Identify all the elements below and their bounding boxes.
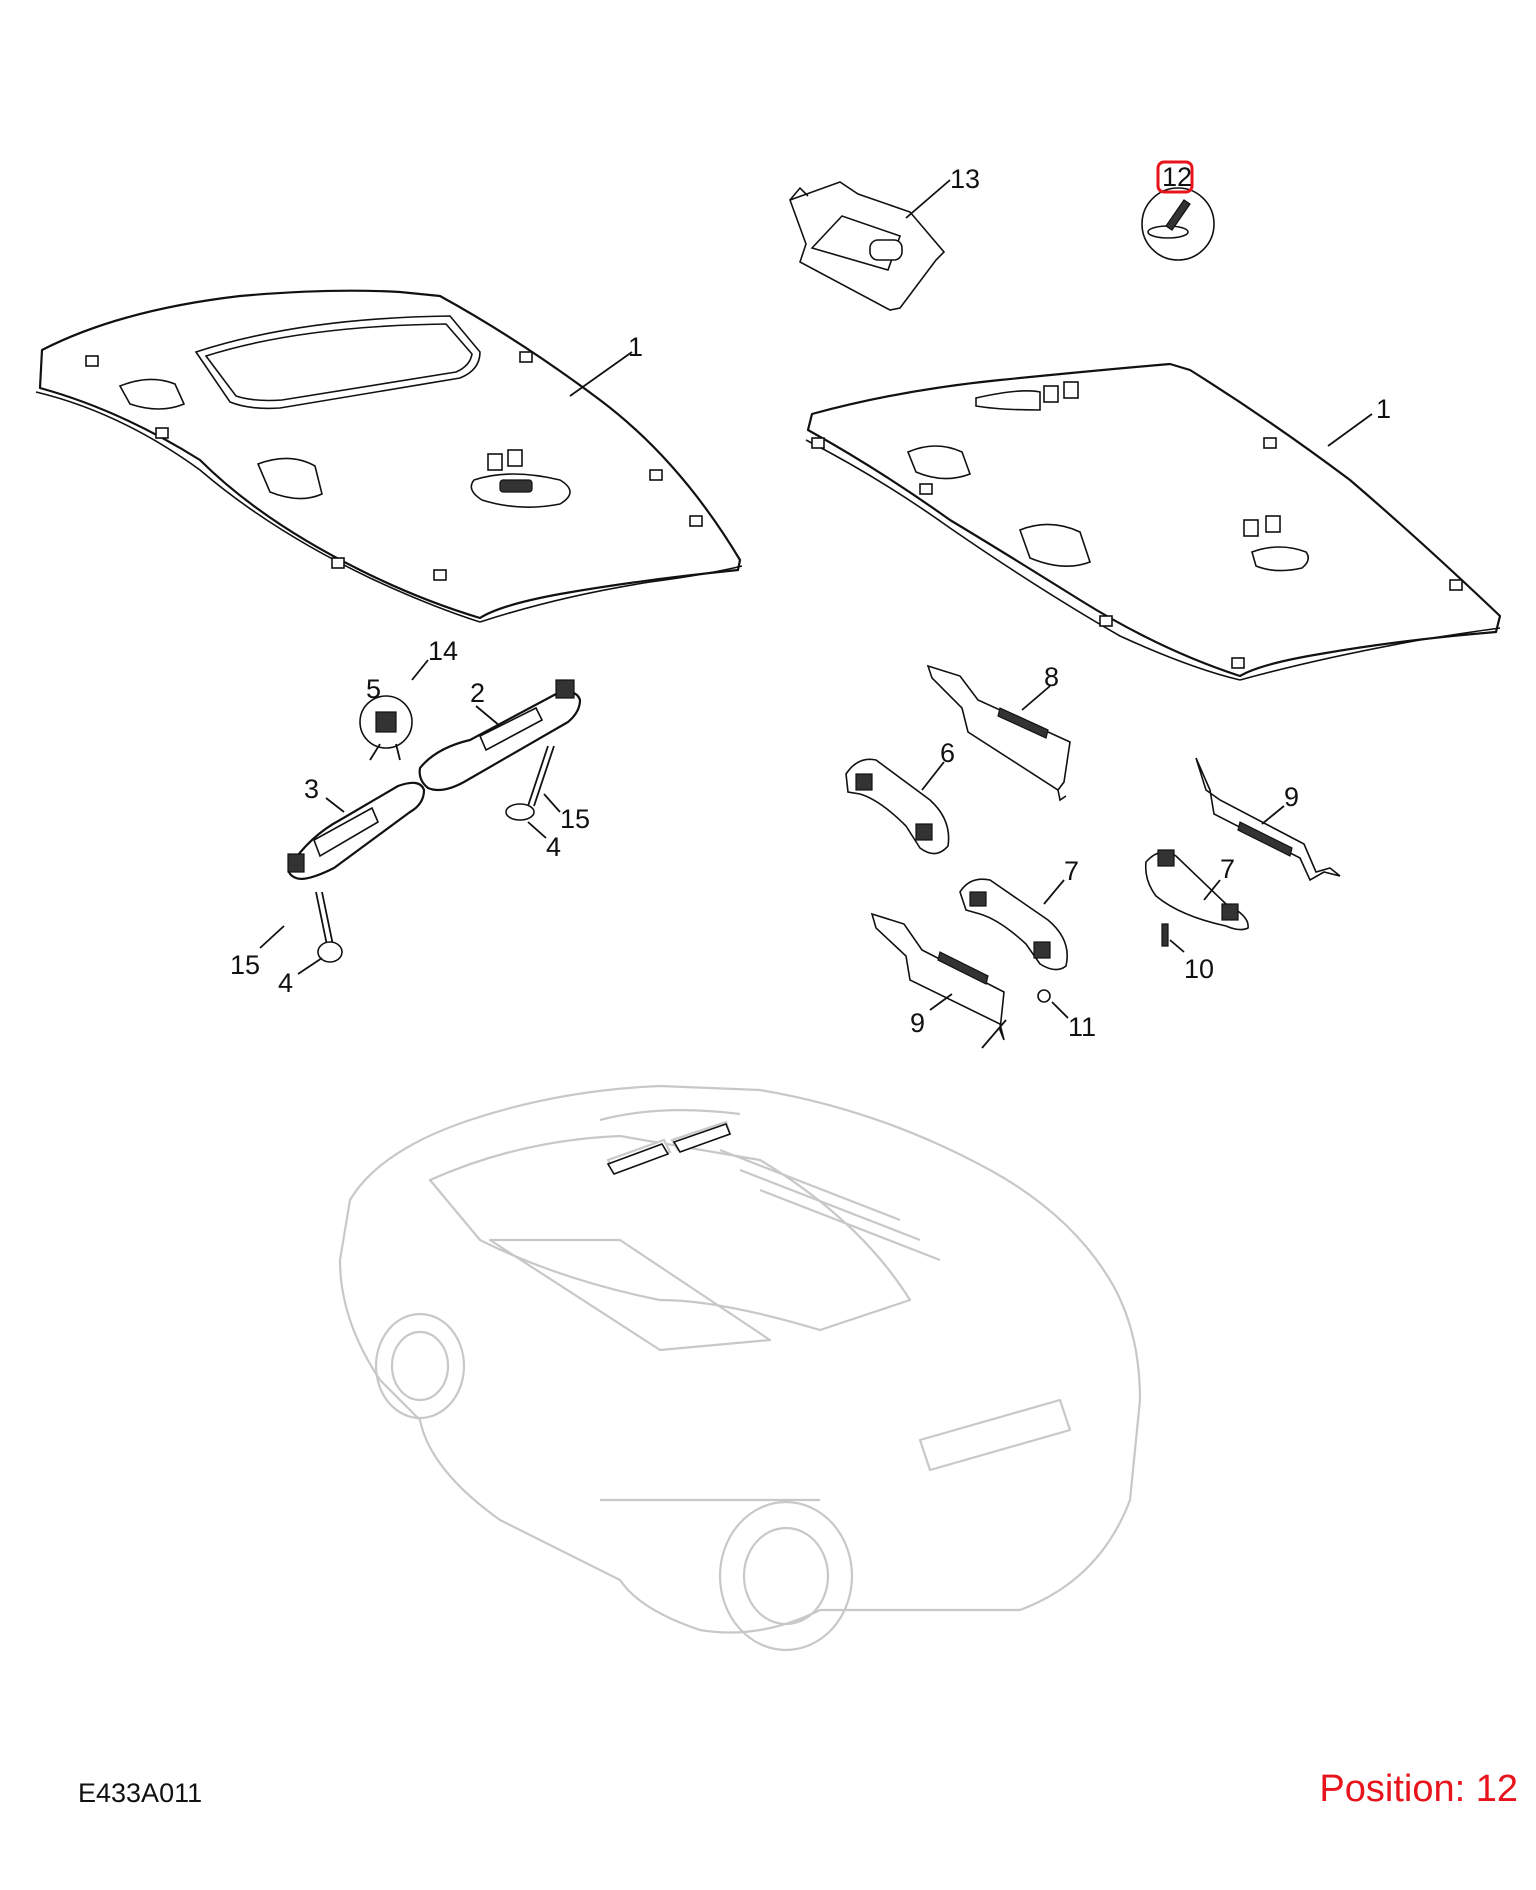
svg-text:7: 7 <box>1064 856 1079 886</box>
svg-text:8: 8 <box>1044 662 1059 692</box>
callout-14: 14 <box>411 636 458 681</box>
callout-1-right: 1 <box>1327 394 1391 447</box>
svg-text:3: 3 <box>304 774 319 804</box>
vehicle-visor-highlight <box>606 1122 732 1175</box>
assist-handle-7-right[interactable] <box>1144 849 1249 931</box>
svg-text:10: 10 <box>1184 954 1214 984</box>
diagram-code: E433A011 <box>78 1778 203 1808</box>
svg-text:13: 13 <box>950 164 980 194</box>
svg-text:4: 4 <box>546 832 561 862</box>
callout-3: 3 <box>304 774 345 813</box>
callout-9-left: 9 <box>910 993 953 1038</box>
svg-text:9: 9 <box>910 1008 925 1038</box>
assist-handle-6[interactable] <box>845 758 950 855</box>
visor-bracket-right[interactable] <box>505 803 535 821</box>
sun-visor-right[interactable] <box>418 679 582 807</box>
callout-4-left: 4 <box>278 957 323 998</box>
svg-text:12: 12 <box>1162 162 1192 192</box>
callout-7-center: 7 <box>1043 856 1079 905</box>
callout-15-right: 15 <box>543 793 590 834</box>
vehicle-reference-outline <box>338 1084 1142 1652</box>
callout-12: 12 <box>1156 160 1194 194</box>
headliner-sunroof[interactable] <box>35 289 743 623</box>
callout-7-right: 7 <box>1203 854 1235 901</box>
callout-9-right: 9 <box>1261 782 1299 825</box>
clip-fastener[interactable] <box>1141 187 1215 261</box>
svg-text:1: 1 <box>1376 394 1391 424</box>
position-label: Position: 12 <box>1319 1768 1518 1810</box>
svg-text:15: 15 <box>560 804 590 834</box>
highlight-box <box>1156 160 1194 194</box>
handle-bracket-lower-right[interactable] <box>1195 757 1341 882</box>
headliner-standard[interactable] <box>805 362 1502 681</box>
screw-10[interactable] <box>1161 923 1169 947</box>
screw-11[interactable] <box>1037 989 1051 1003</box>
svg-text:7: 7 <box>1220 854 1235 884</box>
callout-6: 6 <box>921 738 955 791</box>
callout-8: 8 <box>1021 662 1059 711</box>
svg-text:15: 15 <box>230 950 260 980</box>
visor-clip-assembly[interactable] <box>359 695 413 761</box>
svg-text:4: 4 <box>278 968 293 998</box>
handle-bracket-lower-left[interactable] <box>870 912 1007 1049</box>
callout-15-left: 15 <box>230 925 285 980</box>
callout-13: 13 <box>905 164 980 219</box>
dome-lamp[interactable] <box>788 181 946 311</box>
svg-text:14: 14 <box>428 636 458 666</box>
callout-11: 11 <box>1051 1001 1096 1042</box>
svg-text:2: 2 <box>470 678 485 708</box>
svg-text:6: 6 <box>940 738 955 768</box>
callout-5: 5 <box>366 674 381 704</box>
callout-4-right: 4 <box>527 821 561 862</box>
assist-handle-7-center[interactable] <box>959 878 1068 971</box>
visor-bracket-left[interactable] <box>317 941 343 963</box>
svg-text:1: 1 <box>628 332 643 362</box>
callout-1-left: 1 <box>569 332 643 397</box>
callout-10: 10 <box>1169 939 1214 984</box>
callout-2: 2 <box>470 678 501 727</box>
handle-bracket-upper[interactable] <box>926 664 1071 802</box>
svg-text:11: 11 <box>1068 1012 1096 1042</box>
sun-visor-left[interactable] <box>287 781 426 951</box>
svg-text:5: 5 <box>366 674 381 704</box>
svg-text:9: 9 <box>1284 782 1299 812</box>
